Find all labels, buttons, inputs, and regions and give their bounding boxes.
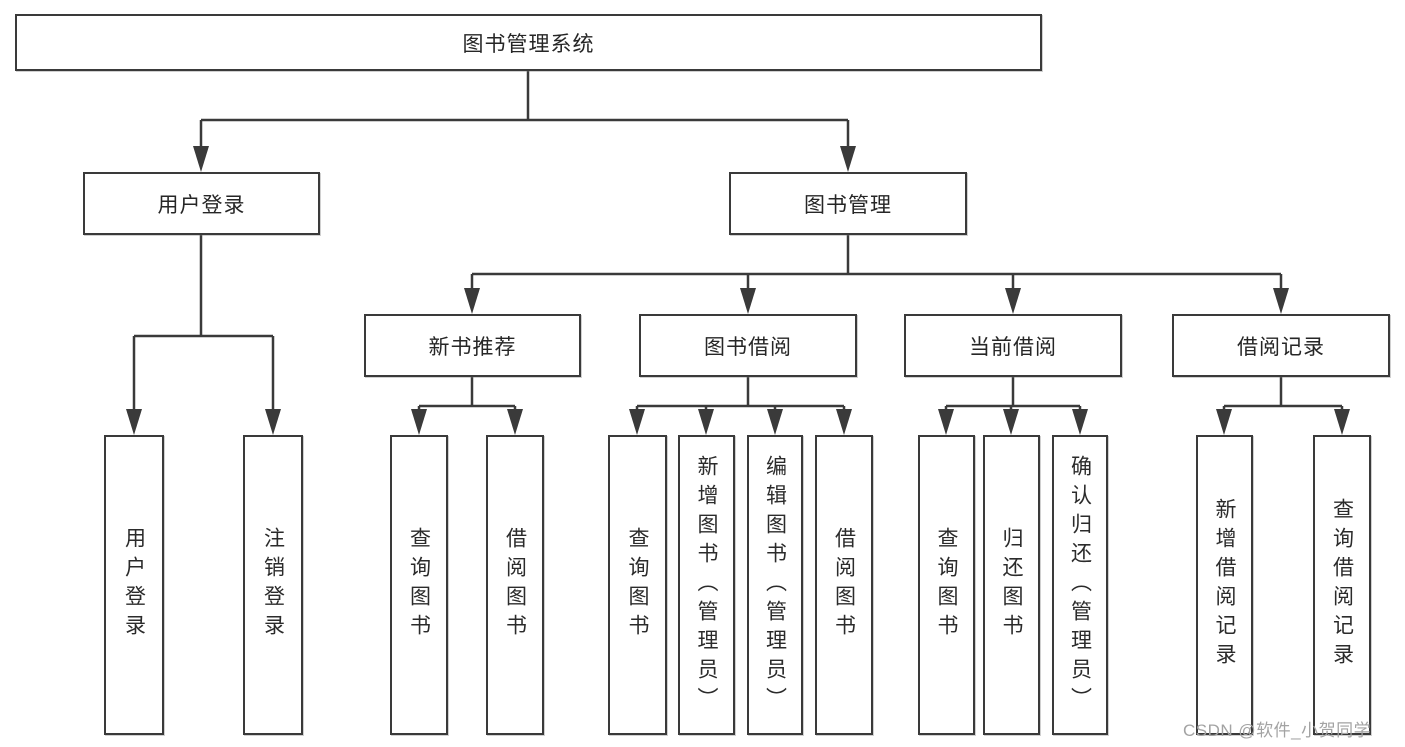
leaf-label: 编辑图书（管理员） bbox=[763, 454, 787, 716]
node-new-book-recommend: 新书推荐 bbox=[364, 314, 581, 377]
leaf-borrow-books-2: 借阅图书 bbox=[815, 435, 873, 735]
leaf-add-borrow-record: 新增借阅记录 bbox=[1196, 435, 1253, 735]
leaf-borrow-books-1: 借阅图书 bbox=[486, 435, 544, 735]
node-root-system: 图书管理系统 bbox=[15, 14, 1042, 71]
leaf-label: 用户登录 bbox=[122, 527, 146, 643]
node-book-borrow: 图书借阅 bbox=[639, 314, 857, 377]
leaf-label: 查询图书 bbox=[407, 527, 431, 643]
leaf-return-books: 归还图书 bbox=[983, 435, 1040, 735]
leaf-query-books-3: 查询图书 bbox=[918, 435, 975, 735]
leaf-query-borrow-record: 查询借阅记录 bbox=[1313, 435, 1371, 735]
leaf-add-books-admin: 新增图书（管理员） bbox=[678, 435, 735, 735]
leaf-label: 新增借阅记录 bbox=[1213, 498, 1236, 672]
node-borrow-records: 借阅记录 bbox=[1172, 314, 1390, 377]
leaf-query-books-1: 查询图书 bbox=[390, 435, 448, 735]
node-current-borrow: 当前借阅 bbox=[904, 314, 1122, 377]
leaf-label: 确认归还（管理员） bbox=[1068, 454, 1092, 716]
leaf-label: 借阅图书 bbox=[503, 527, 527, 643]
leaf-user-login: 用户登录 bbox=[104, 435, 164, 735]
leaf-edit-books-admin: 编辑图书（管理员） bbox=[747, 435, 803, 735]
leaf-query-books-2: 查询图书 bbox=[608, 435, 667, 735]
node-user-login: 用户登录 bbox=[83, 172, 320, 235]
csdn-watermark: CSDN @软件_小贺同学 bbox=[1183, 721, 1372, 740]
leaf-label: 归还图书 bbox=[1000, 527, 1023, 643]
leaf-label: 新增图书（管理员） bbox=[695, 454, 718, 716]
leaf-label: 查询图书 bbox=[626, 527, 649, 643]
leaf-logout: 注销登录 bbox=[243, 435, 303, 735]
leaf-label: 查询图书 bbox=[935, 527, 958, 643]
leaf-label: 注销登录 bbox=[261, 527, 285, 643]
node-book-management: 图书管理 bbox=[729, 172, 967, 235]
leaf-label: 借阅图书 bbox=[832, 527, 856, 643]
leaf-label: 查询借阅记录 bbox=[1330, 498, 1354, 672]
leaf-confirm-return-admin: 确认归还（管理员） bbox=[1052, 435, 1108, 735]
